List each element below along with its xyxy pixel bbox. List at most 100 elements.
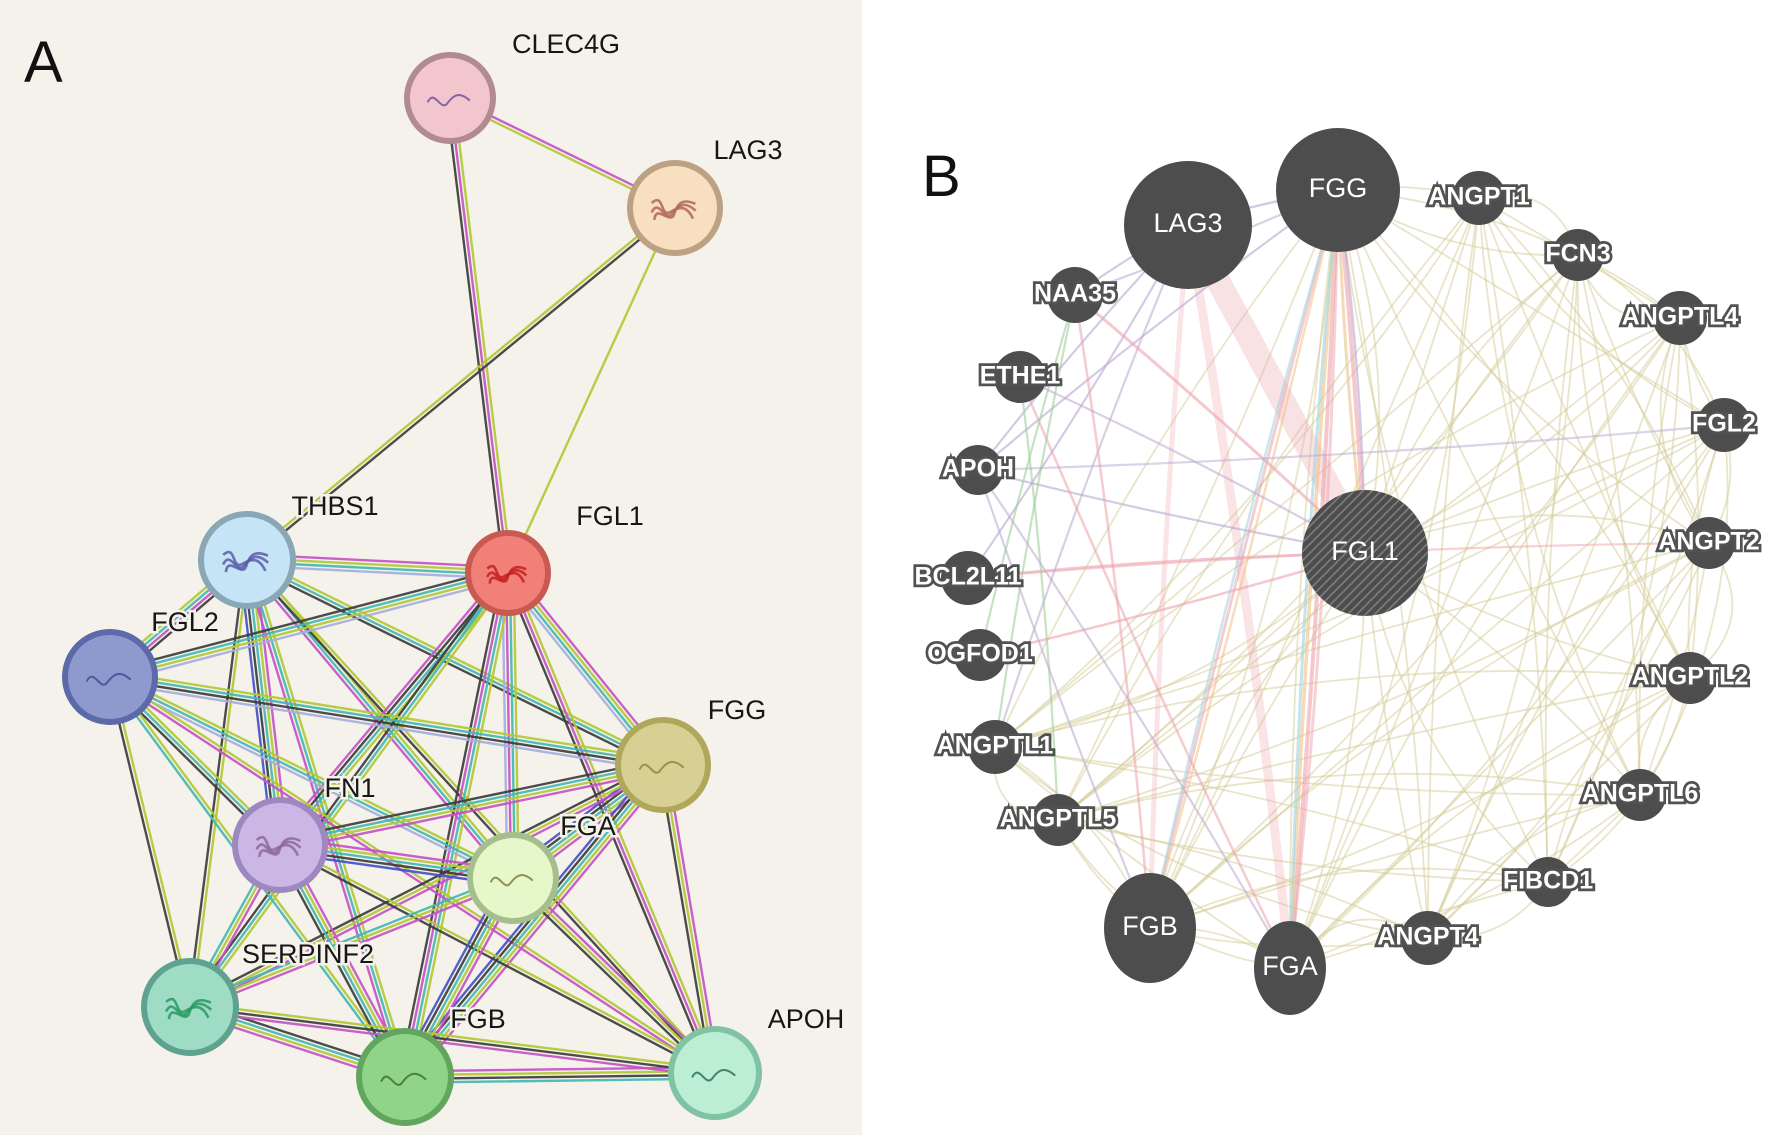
gene-node-FIBCD1[interactable] <box>1523 857 1573 907</box>
node-ANGPT2[interactable] <box>1683 517 1735 569</box>
node-label-NAA35: NAA35 <box>1034 280 1116 308</box>
node-ANGPT4[interactable] <box>1401 911 1455 965</box>
gene-node-ANGPTL4[interactable] <box>1653 291 1707 345</box>
protein-node-circle-LAG3[interactable] <box>627 160 723 256</box>
protein-node-circle-SERPINF2[interactable] <box>141 958 239 1056</box>
protein-node-circle-FN1[interactable] <box>232 797 328 893</box>
protein-structure-glyph <box>638 760 685 774</box>
node-FGA[interactable] <box>1254 921 1326 1015</box>
protein-node-circle-THBS1[interactable] <box>198 511 296 609</box>
protein-structure-glyph <box>258 837 301 858</box>
edge-FGA-SERPINF2 <box>187 873 513 1005</box>
node-label-FCN3: FCN3 <box>1545 240 1610 268</box>
node-NAA35[interactable] <box>1047 267 1103 323</box>
protein-node-circle-FGA[interactable] <box>467 832 559 924</box>
edge-FGL1-FN1 <box>277 570 508 845</box>
node-LAG3[interactable] <box>1124 161 1252 289</box>
protein-structure-glyph <box>167 999 212 1020</box>
edge-FGL2-FGA <box>107 679 513 883</box>
gene-node-BCL2L11[interactable] <box>941 551 995 605</box>
node-label-FGL1: FGL1 <box>576 501 644 531</box>
protein-structure-glyph <box>489 874 534 887</box>
protein-node-circle-APOH[interactable] <box>668 1026 762 1120</box>
node-APOH[interactable] <box>668 1026 762 1120</box>
node-FGA[interactable] <box>467 832 559 924</box>
gene-node-FCN3[interactable] <box>1552 229 1604 281</box>
gene-node-FGG[interactable] <box>1276 128 1400 252</box>
node-FIBCD1[interactable] <box>1523 857 1573 907</box>
gene-node-ANGPTL5[interactable] <box>1032 794 1084 846</box>
mesh-edge-FGA-ANGPTL1 <box>994 746 1291 969</box>
edge-FGL2-FGG <box>107 681 664 772</box>
node-SERPINF2[interactable] <box>141 958 239 1056</box>
node-OGFOD1[interactable] <box>954 629 1006 681</box>
mesh-edge-ANGPT2-ANGPTL5 <box>1057 542 1710 821</box>
gene-node-ANGPT1[interactable] <box>1452 171 1506 225</box>
gene-node-FGB[interactable] <box>1104 873 1196 983</box>
mesh-edge-FCN3-ANGPTL1 <box>994 254 1579 748</box>
gene-node-ANGPTL6[interactable] <box>1614 769 1666 821</box>
edge-SERPINF2-APOH <box>188 1005 717 1075</box>
edge-FGL2-APOH <box>109 674 718 1073</box>
gene-node-ANGPTL1[interactable] <box>968 720 1022 774</box>
node-LAG3[interactable] <box>627 160 723 256</box>
edge-NAA35-OGFOD1 <box>978 293 1077 657</box>
gene-node-FGL2[interactable] <box>1697 398 1751 452</box>
panel-b-label: B <box>922 144 961 209</box>
node-FN1[interactable] <box>232 797 328 893</box>
node-FGB[interactable] <box>356 1028 454 1126</box>
node-CLEC4G[interactable] <box>404 52 496 144</box>
panel-a-nodes <box>62 52 762 1126</box>
node-BCL2L11[interactable] <box>941 551 995 605</box>
node-label-ANGPT1: ANGPT1 <box>1428 183 1530 211</box>
gene-node-ANGPT4[interactable] <box>1401 911 1455 965</box>
edge-FGA-SERPINF2 <box>190 880 516 1012</box>
node-ANGPTL4[interactable] <box>1653 291 1707 345</box>
gene-node-APOH[interactable] <box>953 445 1003 495</box>
protein-node-circle-FGL2[interactable] <box>62 629 158 725</box>
mesh-edge-ANGPT1-FGL2 <box>1478 197 1725 426</box>
node-label-LAG3: LAG3 <box>713 135 782 165</box>
node-ANGPT1[interactable] <box>1452 171 1506 225</box>
edge-LAG3-THBS1 <box>247 208 678 563</box>
gene-node-ETHE1[interactable] <box>994 351 1046 403</box>
mesh-edge-FGG-ANGPT2 <box>1337 189 1710 544</box>
protein-node-circle-CLEC4G[interactable] <box>404 52 496 144</box>
edge-THBS1-FGG <box>247 555 666 763</box>
edge-FGL2-FGG <box>109 670 666 761</box>
node-ANGPTL6[interactable] <box>1614 769 1666 821</box>
gene-node-NAA35[interactable] <box>1047 267 1103 323</box>
node-ETHE1[interactable] <box>994 351 1046 403</box>
node-label-FGL2: FGL2 <box>151 607 219 637</box>
gene-node-FGA[interactable] <box>1254 921 1326 1015</box>
node-FGB[interactable] <box>1104 873 1196 983</box>
protein-node-circle-FGG[interactable] <box>615 717 711 813</box>
gene-node-FGL1[interactable] <box>1302 490 1428 616</box>
node-label-APOH: APOH <box>768 1004 845 1034</box>
node-APOH[interactable] <box>953 445 1003 495</box>
node-ANGPTL1[interactable] <box>968 720 1022 774</box>
node-FGG[interactable] <box>1276 128 1400 252</box>
protein-node-circle-FGB[interactable] <box>356 1028 454 1126</box>
node-FGL1[interactable] <box>1302 490 1428 616</box>
node-label-FIBCD1: FIBCD1 <box>1503 867 1593 895</box>
node-FGG[interactable] <box>615 717 711 813</box>
node-THBS1[interactable] <box>198 511 296 609</box>
edge-THBS1-FGG <box>244 562 663 770</box>
gene-node-LAG3[interactable] <box>1124 161 1252 289</box>
gene-node-ANGPTL2[interactable] <box>1664 652 1716 704</box>
node-ANGPTL5[interactable] <box>1032 794 1084 846</box>
node-ANGPTL2[interactable] <box>1664 652 1716 704</box>
node-FGL1[interactable] <box>465 530 551 616</box>
node-FGL2[interactable] <box>1697 398 1751 452</box>
edge-LAG3-THBS1 <box>244 205 675 560</box>
node-label-FGL2: FGL2 <box>1692 410 1756 438</box>
mesh-edge-FCN3-ANGPTL6 <box>1577 254 1641 796</box>
mesh-edge-FGG-FGA <box>1289 189 1339 969</box>
node-FGL2[interactable] <box>62 629 158 725</box>
node-FCN3[interactable] <box>1552 229 1604 281</box>
edge-NAA35-ANGPTL1 <box>993 293 1077 749</box>
protein-structure-glyph <box>650 203 697 217</box>
gene-node-OGFOD1[interactable] <box>954 629 1006 681</box>
gene-node-ANGPT2[interactable] <box>1683 517 1735 569</box>
